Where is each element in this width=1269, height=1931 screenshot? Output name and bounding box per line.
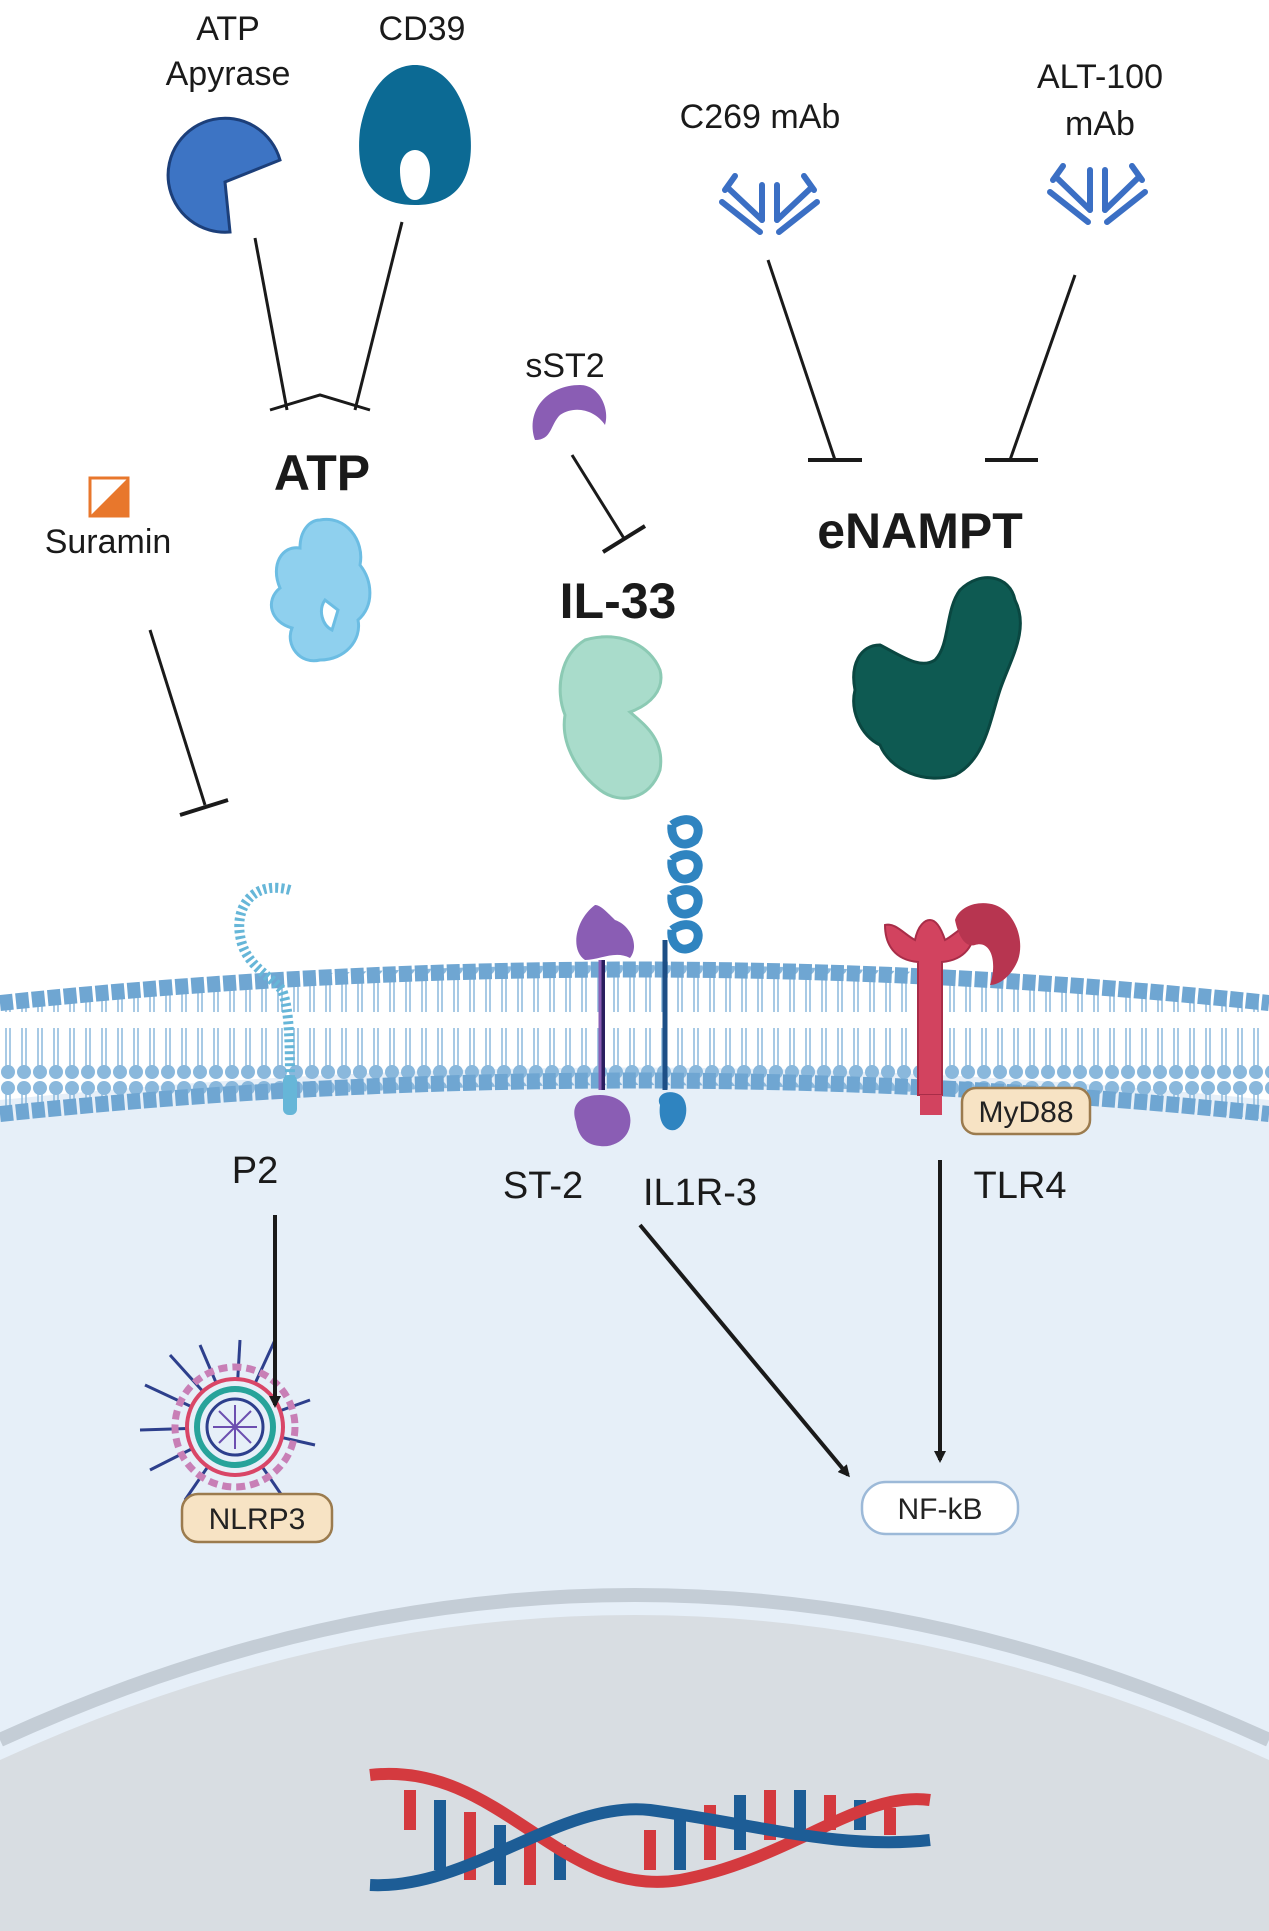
tlr4-label: TLR4: [974, 1165, 1067, 1207]
nlrp3-label: NLRP3: [209, 1503, 306, 1536]
tlr4-receptor-icon: [883, 903, 1021, 1115]
antibody-icon: [1047, 163, 1148, 225]
dna-helix-icon: [369, 1767, 931, 1892]
il33-label: IL-33: [560, 573, 677, 629]
p2-label: P2: [232, 1150, 278, 1192]
nuclear-envelope: [0, 1588, 1269, 1747]
nfkb-label: NF-kB: [898, 1493, 983, 1526]
alt100-mab-label-line1: ALT-100: [1037, 58, 1163, 96]
antibody-icon: [719, 173, 820, 235]
il1r3-label: IL1R-3: [643, 1172, 757, 1214]
nlrp3-inflammasome-icon: [139, 1339, 316, 1501]
enampt-label: eNAMPT: [817, 503, 1023, 559]
atp-molecule-icon: [270, 517, 372, 663]
atp-apyrase-label-line2: Apyrase: [166, 55, 291, 93]
myd88-pill: [960, 1086, 1092, 1136]
il33-protein-icon: [558, 635, 663, 800]
sst2-icon: [532, 385, 607, 440]
cd39-label: CD39: [379, 10, 466, 48]
atp-apyrase-label-line1: ATP: [196, 10, 260, 48]
st2-label: ST-2: [503, 1165, 583, 1207]
nfkb-pill: [860, 1480, 1020, 1536]
atp-label: ATP: [274, 445, 370, 501]
nlrp3-pill: [180, 1492, 334, 1544]
c269-mab-label: C269 mAb: [680, 98, 841, 136]
nucleus: [0, 1615, 1269, 1931]
il1r3-receptor-icon: [658, 815, 703, 1131]
apyrase-pacman-icon: [166, 116, 282, 234]
alt100-mab-label-line2: mAb: [1065, 105, 1135, 143]
suramin-label: Suramin: [45, 523, 172, 561]
suramin-icon: [88, 476, 130, 518]
myd88-label: MyD88: [978, 1096, 1073, 1129]
enampt-protein-icon: [852, 576, 1022, 780]
cd39-receptor-icon: [359, 65, 471, 205]
p2-receptor-icon: [234, 882, 297, 1115]
sst2-label: sST2: [525, 347, 604, 385]
st2-receptor-icon: [574, 905, 635, 1147]
